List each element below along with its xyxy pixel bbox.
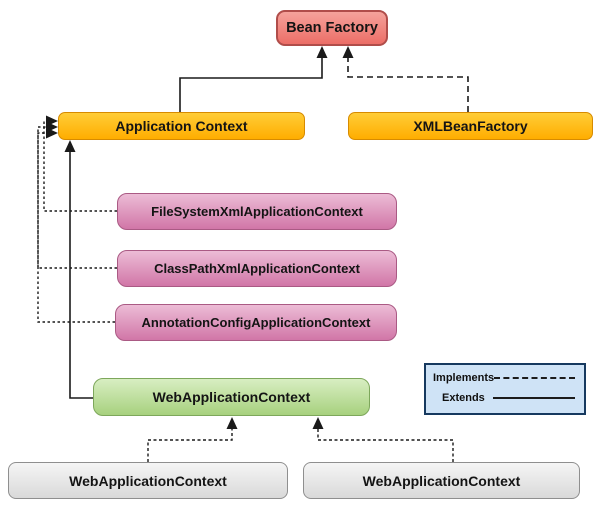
legend-row-extends: Extends <box>433 392 575 404</box>
legend-solid-line-sample <box>493 397 575 399</box>
arrowhead-up-web-right <box>312 417 324 429</box>
edge-web-right-implements-web-application-context <box>317 429 454 462</box>
legend-dashed-line-sample <box>494 377 575 379</box>
node-xml-bean-factory: XMLBeanFactory <box>348 112 593 140</box>
edge-classpath-implements-application-context <box>37 126 117 269</box>
node-bean-factory-label: Bean Factory <box>286 20 378 36</box>
node-application-context: Application Context <box>58 112 305 140</box>
edge-web-left-implements-web-application-context <box>147 429 233 462</box>
edge-filesystem-implements-application-context <box>43 120 117 212</box>
node-web-application-context-label: WebApplicationContext <box>152 389 311 405</box>
node-filesystem-xml-application-context: FileSystemXmlApplicationContext <box>117 193 397 230</box>
arrowhead-up-web-left <box>226 417 238 429</box>
legend-extends-label: Extends <box>442 392 485 404</box>
node-classpath-xml-application-context-label: ClassPathXmlApplicationContext <box>154 261 360 276</box>
arrowhead-up-dashed-bean-factory <box>342 46 354 58</box>
node-xml-bean-factory-label: XMLBeanFactory <box>413 118 528 134</box>
edge-web-application-context-extends-application-context <box>69 152 94 399</box>
edge-xml-bean-factory-implements-bean-factory <box>347 58 469 112</box>
node-application-context-label: Application Context <box>115 118 248 134</box>
node-web-application-context-right-label: WebApplicationContext <box>362 472 521 489</box>
edge-annotation-implements-application-context <box>37 132 115 323</box>
node-bean-factory: Bean Factory <box>276 10 388 46</box>
node-classpath-xml-application-context: ClassPathXmlApplicationContext <box>117 250 397 287</box>
arrowhead-up-solid-application-context <box>64 140 76 152</box>
node-web-application-context: WebApplicationContext <box>93 378 370 416</box>
node-web-application-context-left-label: WebApplicationContext <box>69 472 227 489</box>
legend: Implements Extends <box>424 363 586 415</box>
node-filesystem-xml-application-context-label: FileSystemXmlApplicationContext <box>151 204 363 219</box>
legend-implements-label: Implements <box>433 372 495 384</box>
arrowhead-right-annotation <box>46 127 58 139</box>
legend-row-implements: Implements <box>433 372 575 384</box>
edge-application-context-extends-bean-factory <box>179 57 323 112</box>
node-web-application-context-left: WebApplicationContext <box>8 462 288 499</box>
node-annotation-config-application-context: AnnotationConfigApplicationContext <box>115 304 397 341</box>
node-annotation-config-application-context-label: AnnotationConfigApplicationContext <box>141 315 371 330</box>
arrowhead-up-solid-bean-factory <box>316 46 328 58</box>
node-web-application-context-right: WebApplicationContext <box>303 462 580 499</box>
